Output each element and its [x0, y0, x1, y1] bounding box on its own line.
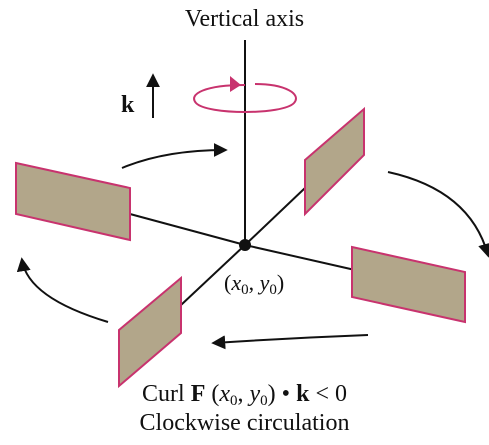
arm-right [244, 244, 356, 271]
paddle-left [15, 161, 131, 242]
center-point [239, 239, 251, 251]
equation-relation: < 0 [315, 381, 347, 407]
equation-y-subscript: 0 [260, 393, 268, 409]
rotation-indicator-icon [193, 83, 297, 113]
equation-k: k [296, 381, 310, 407]
paddle-upper [304, 106, 365, 217]
equation-dot: • [281, 381, 291, 407]
equation-y: y [249, 381, 261, 407]
rotation-arrowhead-icon [230, 76, 241, 92]
point-comma: , [248, 270, 260, 295]
vertical-axis-label: Vertical axis [184, 6, 305, 32]
curl-equation: Curl F (x0, y0) • k < 0 [0, 381, 489, 409]
circulation-arrow-right [387, 171, 489, 258]
point-y-subscript: 0 [269, 282, 277, 298]
point-open-paren: ( [224, 270, 232, 295]
point-x-subscript: 0 [241, 282, 249, 298]
point-label: (x0, y0) [224, 270, 285, 298]
point-x: x [231, 270, 242, 295]
paddle-lower [118, 275, 182, 389]
circulation-arrow-left [16, 257, 109, 323]
equation-close-paren: ) [267, 381, 282, 407]
caption: Clockwise circulation [139, 410, 350, 436]
arm-left [129, 213, 246, 246]
paddle-right [351, 245, 466, 324]
equation-prefix: Curl [142, 381, 191, 407]
arm-lower [180, 244, 246, 306]
circulation-arrow-bottom [211, 334, 369, 350]
circulation-arrow-top [121, 143, 228, 169]
arm-upper [244, 187, 306, 246]
equation-F: F [190, 381, 206, 407]
point-y: y [259, 270, 270, 295]
equation-comma: , [237, 381, 250, 407]
equation-x-subscript: 0 [230, 393, 238, 409]
point-close-paren: ) [276, 270, 285, 295]
equation-x: x [219, 381, 231, 407]
k-vector-label: k [121, 92, 135, 118]
equation-open-paren: ( [205, 381, 220, 407]
